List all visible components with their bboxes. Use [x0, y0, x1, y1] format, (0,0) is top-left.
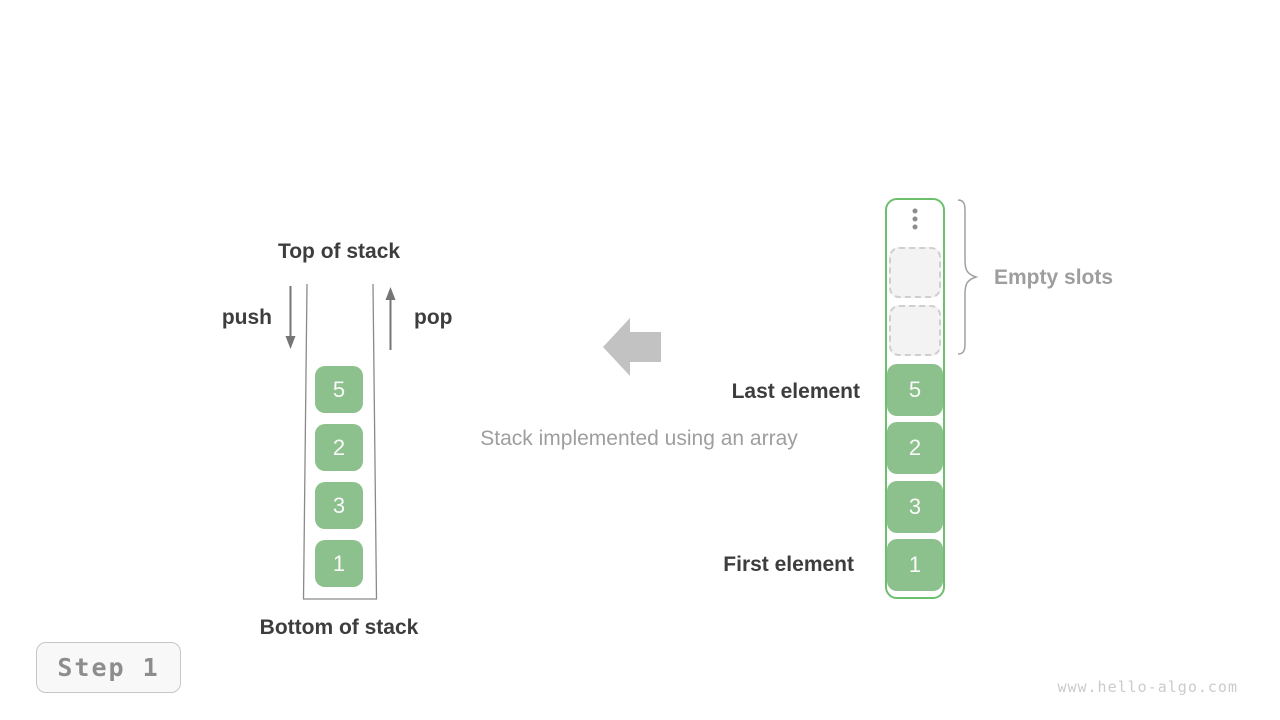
- array-cell: 2: [887, 422, 943, 474]
- bottom-of-stack-label: Bottom of stack: [259, 616, 419, 639]
- array-cell: 1: [887, 539, 943, 591]
- pop-label: pop: [414, 306, 453, 329]
- stack-cell: 2: [315, 424, 363, 471]
- center-caption: Stack implemented using an array: [480, 427, 798, 450]
- top-of-stack-label: Top of stack: [277, 240, 401, 263]
- watermark-text: www.hello-algo.com: [1057, 678, 1238, 696]
- empty-slot: [889, 305, 941, 356]
- curly-brace-icon: [957, 199, 979, 355]
- pop-up-arrow-icon: [385, 287, 396, 350]
- push-label: push: [221, 306, 272, 329]
- vertical-ellipsis-icon: [912, 208, 918, 230]
- array-cell: 5: [887, 364, 943, 416]
- push-down-arrow-icon: [285, 286, 296, 349]
- step-badge: Step 1: [36, 642, 181, 693]
- last-element-label: Last element: [731, 380, 860, 403]
- empty-slot: [889, 247, 941, 298]
- stack-cell: 3: [315, 482, 363, 529]
- empty-slots-label: Empty slots: [994, 266, 1114, 289]
- big-left-arrow-icon: [603, 318, 661, 376]
- stack-cell: 5: [315, 366, 363, 413]
- step-badge-label: Step 1: [57, 653, 160, 682]
- array-cell: 3: [887, 481, 943, 533]
- stack-container-outline-icon: [302, 283, 378, 600]
- stack-cell: 1: [315, 540, 363, 587]
- first-element-label: First element: [723, 553, 854, 576]
